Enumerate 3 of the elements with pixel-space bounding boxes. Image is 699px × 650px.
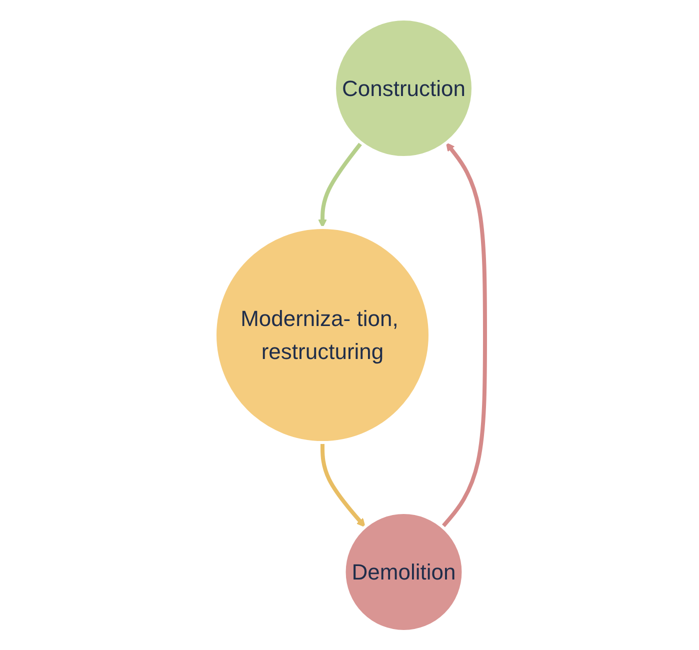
arrow: [318, 141, 362, 228]
arrow: [320, 442, 365, 528]
arrow: [440, 142, 486, 528]
